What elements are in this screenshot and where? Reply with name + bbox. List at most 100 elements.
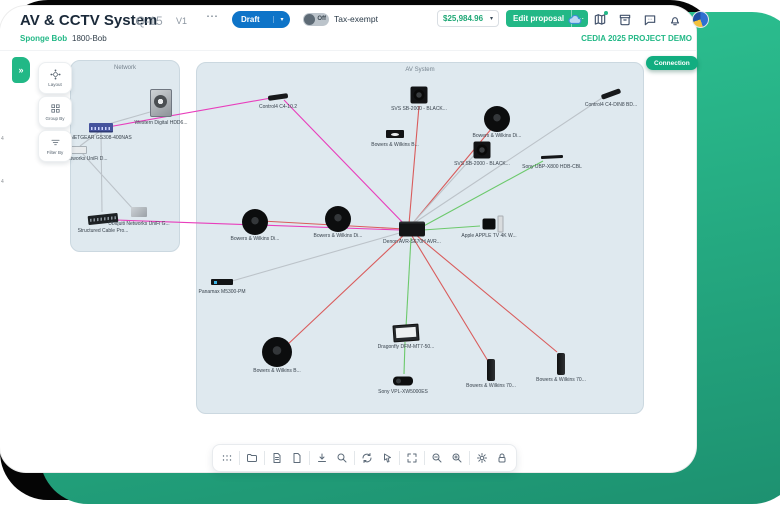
- device-label: Denon AVR-S670H AVR...: [383, 239, 441, 245]
- device-label: Bowers & Wilkins Di...: [230, 236, 280, 242]
- device-image-subwoofer: [473, 141, 491, 159]
- toolbar-button-refresh[interactable]: [359, 450, 375, 466]
- toolbar-button-expand[interactable]: [404, 450, 420, 466]
- toolbar-button-lock[interactable]: [494, 450, 510, 466]
- toolbar-button-zoom-out[interactable]: [429, 450, 445, 466]
- device-label: Structured Cable Pro...: [77, 228, 129, 234]
- page-title: AV & CCTV System: [20, 12, 158, 29]
- toolbar-button-cursor[interactable]: [379, 450, 395, 466]
- catalog-button[interactable]: [592, 11, 608, 27]
- layout-button[interactable]: Layout: [38, 62, 72, 94]
- project-name: 1800-Bob: [72, 34, 107, 43]
- device-label: SVS SB-2000 - BLACK...: [454, 161, 510, 167]
- toolbar-divider: [354, 451, 355, 465]
- tax-exempt-toggle[interactable]: Off: [303, 13, 329, 26]
- device-image-tower-speaker: [487, 359, 495, 381]
- device-image-subwoofer: [410, 86, 428, 104]
- device-label: Bowers & Wilkins 70...: [536, 377, 586, 383]
- toolbar-button-zoom-in[interactable]: [449, 450, 465, 466]
- notification-dot: [604, 11, 608, 15]
- toolbar-button-grid[interactable]: [219, 450, 235, 466]
- device-label: SVS SB-2000 - BLACK...: [391, 106, 447, 112]
- expand-icon: [407, 453, 417, 463]
- group-title: Network: [113, 65, 136, 71]
- layout-button-label: Layout: [48, 82, 62, 87]
- price-value: $25,984.96: [443, 14, 484, 23]
- device-image-power-conditioner: [211, 279, 233, 285]
- filter-by-button-label: Filter By: [46, 150, 64, 155]
- toolbar-button-download[interactable]: [314, 450, 330, 466]
- device-image-network-switch: [89, 123, 113, 131]
- lock-icon: [498, 453, 506, 463]
- connection-button[interactable]: Connection: [646, 56, 698, 70]
- notifications-button[interactable]: [667, 12, 682, 27]
- device-label: NETGEAR GS308-400NAS: [70, 135, 132, 141]
- device-image-projection-screen: [392, 323, 420, 343]
- archive-button[interactable]: [617, 12, 632, 27]
- device-label: Control4 C4-DIN8 BD...: [584, 102, 638, 108]
- quote-id: Q-15: [136, 14, 163, 28]
- device-image-round-speaker: [242, 209, 268, 235]
- user-avatar[interactable]: [692, 11, 709, 28]
- more-menu-button[interactable]: ⋯: [206, 9, 219, 23]
- device-image-tower-speaker: [557, 353, 565, 375]
- filter-by-button[interactable]: Filter By: [38, 130, 72, 162]
- device-image-av-receiver: [399, 221, 425, 237]
- file-icon: [293, 453, 301, 463]
- group-by-button[interactable]: Group By: [38, 96, 72, 128]
- zoom-in-icon: [452, 453, 462, 463]
- catalog-book-icon: [594, 13, 605, 25]
- device-image-projector: [393, 376, 413, 386]
- device-label: Bowers & Wilkins B...: [253, 368, 301, 374]
- device-label: Apple APPLE TV 4K W...: [461, 233, 517, 239]
- header-icons: [567, 11, 709, 28]
- device-label: Panamax M5300-PM: [198, 289, 246, 295]
- search-icon: [337, 453, 347, 463]
- device-image-access-point: [131, 207, 147, 217]
- download-icon: [318, 453, 326, 462]
- group-by-icon: [50, 104, 60, 113]
- device-image-round-speaker: [262, 337, 292, 367]
- toolbar-button-file-text[interactable]: [269, 450, 285, 466]
- toolbar-divider: [469, 451, 470, 465]
- device-image-round-speaker: [325, 206, 351, 232]
- filter-by-icon: [50, 139, 60, 146]
- toolbar-button-search[interactable]: [334, 450, 350, 466]
- device-image-hdd: [150, 89, 172, 117]
- panel-expand-button[interactable]: »: [12, 57, 30, 83]
- app-header: AV & CCTV System Q-15 V1 ⋯ Draft ▾ Off T…: [0, 6, 709, 51]
- cloud-sync-icon: [567, 14, 581, 24]
- tax-exempt-label: Tax-exempt: [334, 14, 378, 24]
- toolbar-button-folder[interactable]: [244, 450, 260, 466]
- notifications-bell-icon: [670, 16, 679, 25]
- group-title: AV System: [405, 67, 435, 73]
- zoom-out-icon: [432, 453, 442, 463]
- price-dropdown[interactable]: $25,984.96 ▾: [437, 10, 499, 27]
- client-name-link[interactable]: Sponge Bob: [20, 34, 68, 43]
- edit-proposal-button[interactable]: Edit proposal: [506, 10, 572, 27]
- archive-icon: [619, 14, 630, 25]
- device-label: Sony VPL-XW5000ES: [378, 389, 428, 395]
- cloud-sync-button[interactable]: [567, 12, 582, 27]
- toolbar-divider: [424, 451, 425, 465]
- device-image-round-speaker: [484, 106, 510, 132]
- layout-icon: [49, 69, 61, 80]
- toggle-knob: [304, 14, 315, 25]
- left-edge-mark: 4: [1, 136, 4, 142]
- canvas-toolbar: [212, 444, 517, 472]
- toolbar-divider: [264, 451, 265, 465]
- device-label: Sony UBP-X800 HDB-CBL: [522, 164, 582, 170]
- chat-button[interactable]: [642, 12, 657, 27]
- device-label: Bowers & Wilkins 70...: [466, 383, 516, 389]
- toolbar-button-settings[interactable]: [474, 450, 490, 466]
- file-text-icon: [273, 453, 281, 463]
- folder-icon: [247, 454, 257, 462]
- device-image-apple-tv: [482, 215, 504, 233]
- device-label: Western Digital HDD6...: [134, 120, 188, 126]
- refresh-icon: [362, 453, 372, 463]
- device-image-amplifier: [386, 130, 404, 138]
- status-dropdown[interactable]: Draft ▾: [232, 11, 290, 28]
- device-label: Bowers & Wilkins B...: [371, 142, 419, 148]
- toolbar-button-file[interactable]: [289, 450, 305, 466]
